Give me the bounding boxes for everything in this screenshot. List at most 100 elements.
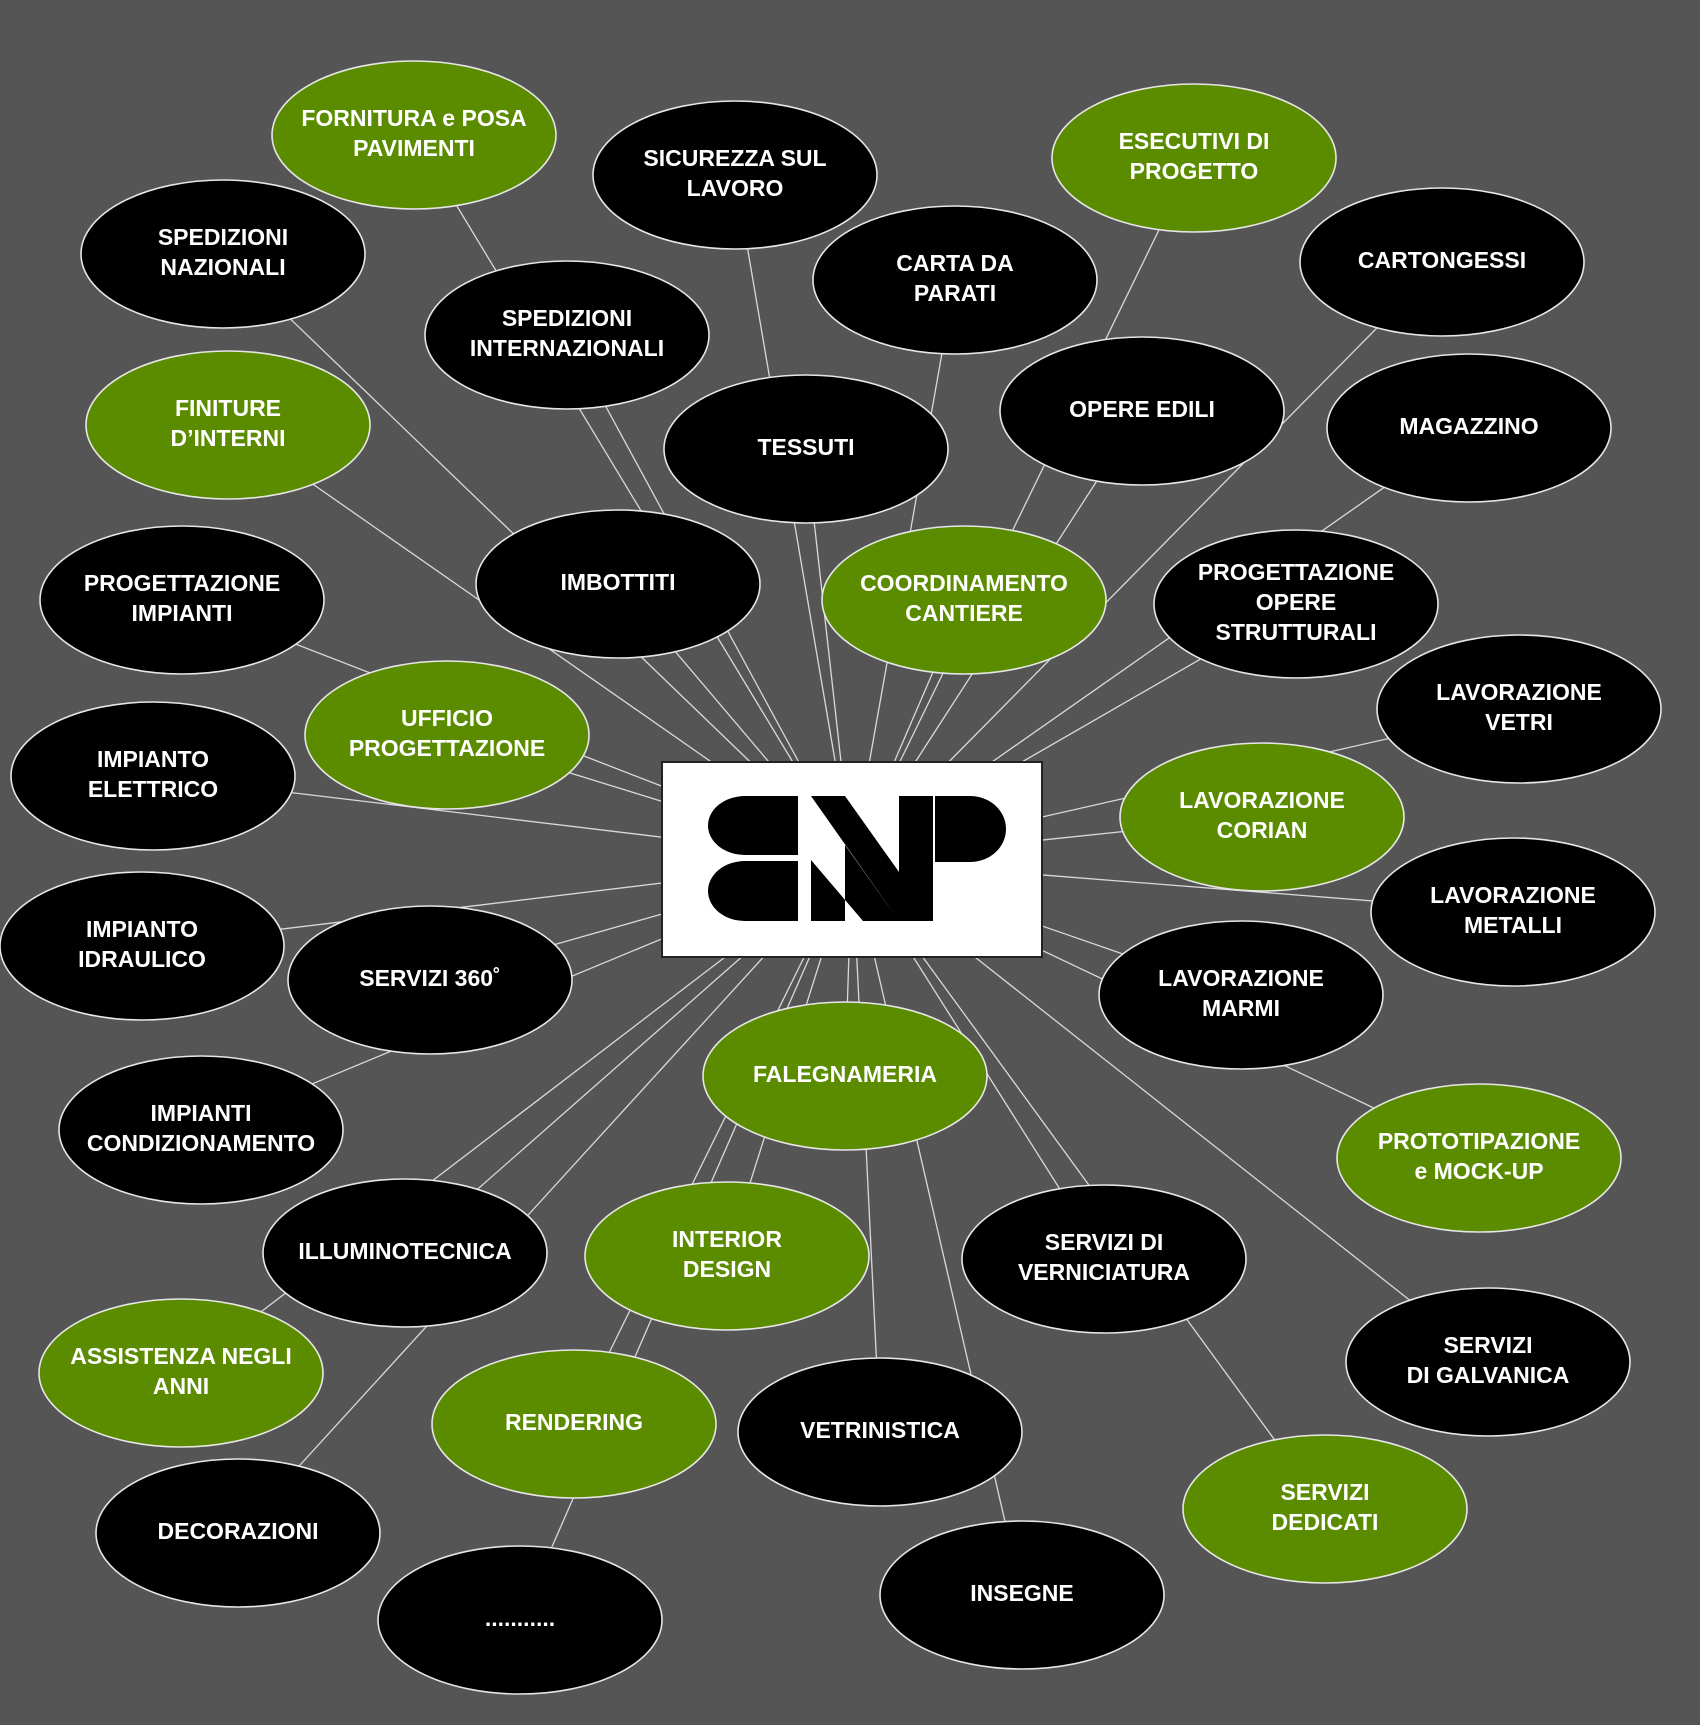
node-rendering: RENDERING	[431, 1349, 717, 1499]
node-label: METALLI	[1464, 912, 1562, 938]
node-shape	[1326, 353, 1612, 503]
node-shape	[431, 1349, 717, 1499]
node-sicurezza: SICUREZZA SUL LAVORO	[592, 100, 878, 250]
node-insegne: INSEGNE	[879, 1520, 1165, 1670]
node-shape	[1299, 187, 1585, 337]
node-label: TESSUTI	[757, 434, 854, 460]
node-label: SICUREZZA SUL	[643, 145, 826, 171]
node-spedizioni-internazionali: SPEDIZIONI INTERNAZIONALI	[424, 260, 710, 410]
node-label: VETRI	[1485, 709, 1553, 735]
connector-cartongessi	[947, 261, 1443, 763]
node-prototipazione: PROTOTIPAZIONE e MOCK-UP	[1336, 1083, 1622, 1233]
node-shape	[85, 350, 371, 500]
node-label: PROGETTAZIONE	[349, 735, 545, 761]
node-impianto-elettrico: IMPIANTO ELETTRICO	[10, 701, 296, 851]
node-label: ESECUTIVI DI	[1119, 128, 1270, 154]
node-label: D’INTERNI	[171, 425, 286, 451]
node-shape	[584, 1181, 870, 1331]
node-shape	[304, 660, 590, 810]
node-shape	[821, 525, 1107, 675]
node-label: ASSISTENZA NEGLI	[70, 1343, 292, 1369]
node-shape	[1051, 83, 1337, 233]
node-label: FORNITURA e POSA	[301, 105, 526, 131]
node-label: DEDICATI	[1272, 1509, 1379, 1535]
node-label: STRUTTURALI	[1216, 619, 1377, 645]
node-label: VETRINISTICA	[800, 1417, 960, 1443]
node-label: CANTIERE	[905, 600, 1023, 626]
node-label: DECORAZIONI	[158, 1518, 319, 1544]
node-label: ELETTRICO	[88, 776, 218, 802]
node-label: SERVIZI 360˚	[359, 965, 500, 991]
node-label: COORDINAMENTO	[860, 570, 1068, 596]
node-vetrinistica: VETRINISTICA	[737, 1357, 1023, 1507]
node-magazzino: MAGAZZINO	[1326, 353, 1612, 503]
node-label: PARATI	[914, 280, 996, 306]
node-shape	[1153, 529, 1439, 679]
node-label: IMBOTTITI	[561, 569, 676, 595]
node-shape	[39, 525, 325, 675]
node-shape	[377, 1545, 663, 1695]
node-label: OPERE EDILI	[1069, 396, 1215, 422]
connector-carta-da-parati	[868, 279, 956, 763]
node-label: INTERNAZIONALI	[470, 335, 664, 361]
node-label: FALEGNAMERIA	[753, 1061, 937, 1087]
connector-spedizioni-nazionali	[222, 253, 752, 763]
node-shape	[592, 100, 878, 250]
node-assistenza: ASSISTENZA NEGLI ANNI	[38, 1298, 324, 1448]
bnp-logo-icon	[708, 796, 1006, 921]
node-shape	[262, 1178, 548, 1328]
node-label: IMPIANTO	[86, 916, 198, 942]
node-label: MAGAZZINO	[1399, 413, 1538, 439]
node-coordinamento: COORDINAMENTO CANTIERE	[821, 525, 1107, 675]
node-shape	[475, 509, 761, 659]
connector-fornitura	[413, 134, 794, 763]
node-shape	[879, 1520, 1165, 1670]
node-ellipsis: ...........	[377, 1545, 663, 1695]
node-shape	[999, 336, 1285, 486]
node-shape	[961, 1184, 1247, 1334]
node-imbottiti: IMBOTTITI	[475, 509, 761, 659]
node-illuminotecnica: ILLUMINOTECNICA	[262, 1178, 548, 1328]
connector-galvanica	[975, 956, 1489, 1363]
node-esecutivi: ESECUTIVI DI PROGETTO	[1051, 83, 1337, 233]
node-shape	[663, 374, 949, 524]
node-label: RENDERING	[505, 1409, 643, 1435]
node-opere-edili: OPERE EDILI	[999, 336, 1285, 486]
node-label: ILLUMINOTECNICA	[298, 1238, 511, 1264]
node-tessuti: TESSUTI	[663, 374, 949, 524]
node-shape	[1182, 1434, 1468, 1584]
node-label: ANNI	[153, 1373, 209, 1399]
connector-assistenza	[180, 956, 725, 1374]
node-label: LAVORAZIONE	[1158, 965, 1324, 991]
node-label: IMPIANTI	[151, 1100, 252, 1126]
bnp-logo-box	[661, 761, 1043, 958]
node-shape	[1345, 1287, 1631, 1437]
node-label: UFFICIO	[401, 705, 493, 731]
node-shape	[737, 1357, 1023, 1507]
node-shape	[58, 1055, 344, 1205]
node-label: PROTOTIPAZIONE	[1378, 1128, 1580, 1154]
node-label: LAVORO	[687, 175, 784, 201]
node-shape	[1119, 742, 1405, 892]
node-label: e MOCK-UP	[1414, 1158, 1543, 1184]
node-shape	[95, 1458, 381, 1608]
node-label: LAVORAZIONE	[1179, 787, 1345, 813]
node-label: CORIAN	[1217, 817, 1308, 843]
node-label: IMPIANTO	[97, 746, 209, 772]
node-label: VERNICIATURA	[1018, 1259, 1190, 1285]
node-label: SPEDIZIONI	[502, 305, 632, 331]
node-cartongessi: CARTONGESSI	[1299, 187, 1585, 337]
node-label: SERVIZI	[1280, 1479, 1369, 1505]
node-label: PROGETTO	[1130, 158, 1259, 184]
node-label: ...........	[485, 1605, 555, 1631]
node-decorazioni: DECORAZIONI	[95, 1458, 381, 1608]
